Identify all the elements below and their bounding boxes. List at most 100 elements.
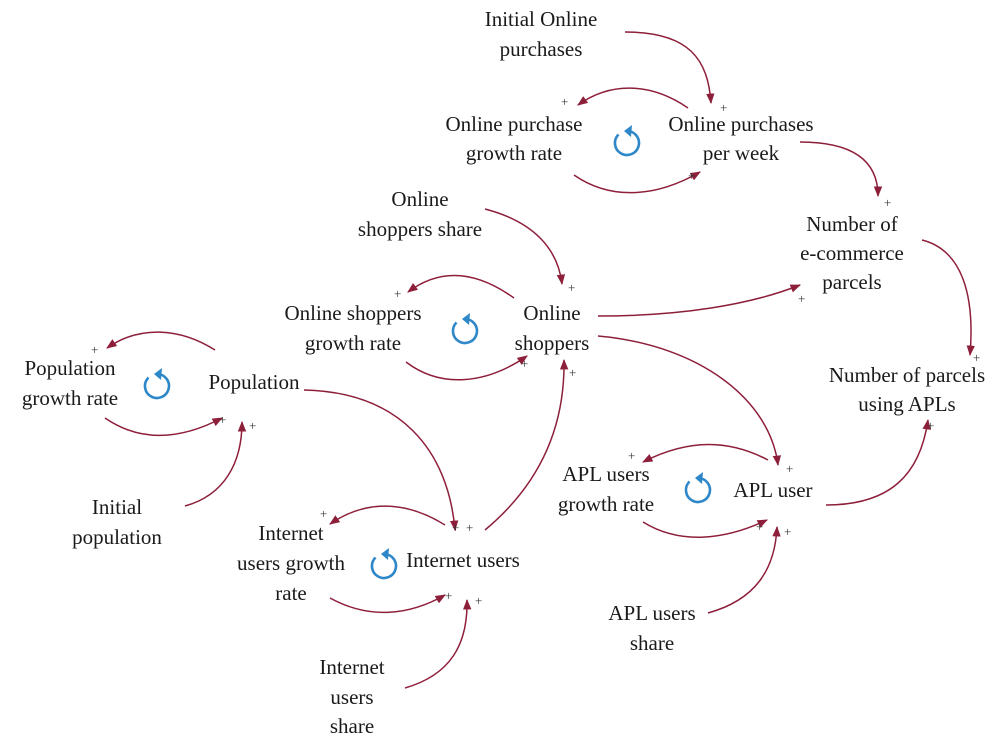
arrow-purchases-per-week-to-growth-rate — [577, 87, 689, 109]
node-number-of-ecommerce-parcels: Number of e-commerce parcels — [800, 212, 904, 294]
arrow-internet-users-to-online-shoppers — [484, 358, 569, 531]
node-label-line: Initial — [92, 495, 142, 519]
node-label-line: Internet users — [406, 548, 520, 572]
node-number-of-parcels-using-apls: Number of parcels using APLs — [829, 363, 985, 416]
node-online-shoppers: Online shoppers — [515, 301, 590, 355]
node-label-line: shoppers — [515, 331, 590, 355]
node-label-line: Internet — [319, 655, 384, 679]
node-label-line: Number of — [806, 212, 898, 236]
node-online-shoppers-share: Online shoppers share — [358, 187, 482, 241]
node-internet-users-growth-rate: Internet users growth rate — [237, 521, 345, 605]
plus-sign: + — [466, 520, 473, 535]
node-label-line: Online — [523, 301, 580, 325]
node-online-purchases-per-week: Online purchases per week — [668, 112, 813, 165]
node-apl-user: APL user — [733, 478, 812, 502]
node-label-line: Number of parcels — [829, 363, 985, 387]
node-label-line: APL users — [562, 462, 649, 486]
counterclockwise-loop-icon — [370, 548, 398, 580]
plus-sign: + — [394, 286, 401, 301]
arrow-population-to-population-growth-rate — [106, 331, 216, 351]
node-apl-users-growth-rate: APL users growth rate — [558, 462, 654, 516]
node-label-line: population — [72, 525, 162, 549]
plus-sign: + — [445, 588, 452, 603]
node-label-line: Internet — [258, 521, 323, 545]
node-internet-users-share: Internet users share — [319, 655, 384, 736]
node-label-line: parcels — [822, 270, 881, 294]
node-initial-online-purchases: Initial Online purchases — [485, 7, 598, 61]
plus-sign: + — [569, 365, 576, 380]
plus-sign: + — [786, 461, 793, 476]
plus-sign: + — [91, 342, 98, 357]
node-label-line: users — [330, 685, 373, 709]
plus-sign: + — [756, 519, 763, 534]
plus-sign: + — [798, 291, 805, 306]
node-label-line: Population — [24, 356, 116, 380]
node-label-line: Online — [391, 187, 448, 211]
node-label-line: e-commerce — [800, 241, 904, 265]
plus-sign: + — [927, 418, 934, 433]
node-label-line: Population — [208, 370, 300, 394]
node-label-line: growth rate — [305, 331, 401, 355]
node-apl-users-share: APL users share — [608, 601, 695, 655]
plus-sign: + — [219, 412, 226, 427]
arrow-population-to-internet-users — [303, 389, 459, 532]
arrow-apl-user-to-parcels-using-apls — [825, 418, 931, 506]
arrow-apl-users-growth-rate-to-apl-user — [642, 519, 768, 538]
node-label-line: shoppers share — [358, 217, 482, 241]
plus-sign: + — [561, 94, 568, 109]
node-label-line: Online shoppers — [284, 301, 421, 325]
plus-sign: + — [973, 350, 980, 365]
arrow-ecommerce-parcels-to-parcels-using-apls — [921, 239, 975, 357]
arrow-shoppers-share-to-online-shoppers — [484, 208, 566, 286]
arrow-online-shoppers-to-apl-user — [597, 335, 782, 467]
node-label-line: rate — [275, 581, 306, 605]
node-label-line: share — [330, 714, 374, 736]
arrow-initial-purchases-to-purchases-per-week — [624, 31, 715, 105]
node-label-line: purchases — [500, 37, 583, 61]
arrow-internet-users-growth-rate-to-internet-users — [329, 594, 446, 614]
plus-sign: + — [475, 593, 482, 608]
node-population: Population — [208, 370, 300, 394]
counterclockwise-loop-icon — [684, 472, 712, 504]
plus-sign: + — [521, 356, 528, 371]
node-internet-users: Internet users — [406, 548, 520, 572]
node-label-line: growth rate — [22, 386, 118, 410]
arrow-online-shoppers-to-ecommerce-parcels — [597, 284, 801, 317]
node-label-line: share — [630, 631, 674, 655]
arrow-apl-users-share-to-apl-user — [707, 525, 781, 614]
node-online-purchase-growth-rate: Online purchase growth rate — [445, 112, 582, 165]
arrow-internet-users-to-internet-users-growth-rate — [329, 505, 446, 526]
arrow-internet-users-share-to-internet-users — [404, 598, 472, 689]
counterclockwise-loop-icon — [613, 125, 641, 157]
node-online-shoppers-growth-rate: Online shoppers growth rate — [284, 301, 421, 355]
arrow-population-growth-rate-to-population — [104, 417, 223, 436]
arrow-initial-population-to-population — [184, 420, 247, 507]
node-label-line: Online purchases — [668, 112, 813, 136]
plus-sign: + — [320, 506, 327, 521]
plus-sign: + — [720, 100, 727, 115]
plus-sign: + — [568, 280, 575, 295]
node-label-line: APL users — [608, 601, 695, 625]
plus-sign: + — [688, 168, 695, 183]
node-label-line: Online purchase — [445, 112, 582, 136]
counterclockwise-loop-icon — [143, 368, 171, 400]
node-label-line: APL user — [733, 478, 812, 502]
node-label-line: growth rate — [466, 141, 562, 165]
node-population-growth-rate: Population growth rate — [22, 356, 118, 410]
arrow-purchase-growth-rate-to-purchases-per-week — [573, 171, 701, 194]
plus-sign: + — [884, 195, 891, 210]
arrow-online-shoppers-to-shoppers-growth-rate — [407, 274, 515, 299]
arrow-shoppers-growth-rate-to-online-shoppers — [405, 355, 528, 381]
plus-sign: + — [249, 418, 256, 433]
node-label-line: Initial Online — [485, 7, 598, 31]
node-initial-population: Initial population — [72, 495, 162, 549]
plus-sign: + — [628, 448, 635, 463]
node-label-line: users growth — [237, 551, 345, 575]
node-label-line: growth rate — [558, 492, 654, 516]
plus-sign: + — [784, 524, 791, 539]
polarity-signs: + + + + + + + + + + + + + + + + + + + + … — [91, 94, 980, 608]
arrow-apl-user-to-apl-users-growth-rate — [642, 443, 769, 463]
node-label-line: using APLs — [858, 392, 955, 416]
